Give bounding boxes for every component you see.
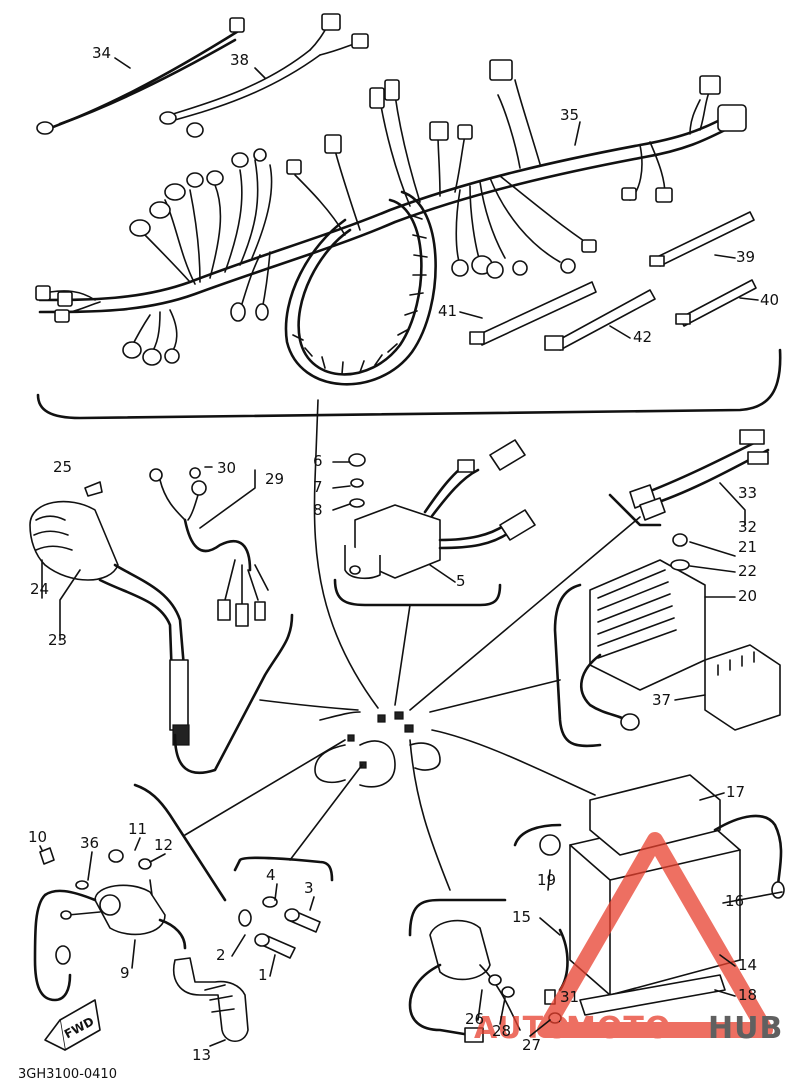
label-13: 13 (192, 1046, 211, 1064)
label-7: 7 (313, 478, 323, 496)
rectifier-group-brace (553, 583, 602, 748)
label-39: 39 (736, 248, 755, 266)
watermark-moto: MOTO (566, 1011, 671, 1046)
label-27: 27 (522, 1036, 541, 1054)
label-32: 32 (738, 518, 757, 536)
label-21: 21 (738, 538, 757, 556)
part-29-bracket (199, 469, 256, 529)
part-20-rectifier (580, 533, 706, 731)
label-17: 17 (726, 783, 745, 801)
part-34-cable (36, 17, 245, 135)
label-20: 20 (738, 587, 757, 605)
watermark-auto: AUTO (474, 1011, 571, 1046)
part-32-bracket (719, 482, 746, 526)
top-group-brace (36, 348, 782, 420)
label-42: 42 (633, 328, 652, 346)
label-6: 6 (313, 452, 323, 470)
battery-group-brace (513, 823, 562, 847)
part-5-cdi-unit (344, 439, 536, 580)
relay26-group-brace (408, 898, 507, 937)
label-26: 26 (465, 1010, 484, 1028)
label-15: 15 (512, 908, 531, 926)
label-33: 33 (738, 484, 757, 502)
wire-harness (35, 59, 747, 386)
label-24: 24 (30, 580, 49, 598)
part-29-wiring (149, 467, 269, 627)
label-leaders (39, 57, 783, 1047)
label-30: 30 (217, 459, 236, 477)
label-12: 12 (154, 836, 173, 854)
cdi-group-brace (333, 578, 502, 607)
label-14: 14 (738, 956, 757, 974)
label-8: 8 (313, 501, 323, 519)
label-11: 11 (128, 820, 147, 838)
label-31: 31 (560, 988, 579, 1006)
label-37: 37 (652, 691, 671, 709)
bolt-group-brace (233, 856, 334, 882)
label-41: 41 (438, 302, 457, 320)
label-2: 2 (216, 946, 226, 964)
label-23: 23 (48, 631, 67, 649)
part-14-battery (539, 774, 785, 1016)
label-35: 35 (560, 106, 579, 124)
plug-group-brace (608, 493, 662, 527)
label-34: 34 (92, 44, 111, 62)
diagram-code: 3GH3100-0410 (18, 1067, 117, 1082)
label-40: 40 (760, 291, 779, 309)
label-28: 28 (492, 1022, 511, 1040)
part-38-cable (159, 13, 369, 138)
label-19: 19 (537, 871, 556, 889)
label-36: 36 (80, 834, 99, 852)
label-5: 5 (456, 572, 466, 590)
part-9-starter-relay (33, 847, 187, 1002)
watermark-hub: HUB (708, 1011, 783, 1046)
label-9: 9 (120, 964, 130, 982)
cable-ties (469, 211, 757, 351)
label-38: 38 (230, 51, 249, 69)
label-3: 3 (304, 879, 314, 897)
part-23-24-switch (29, 481, 190, 746)
part-labels: 34 38 35 39 40 41 42 25 30 29 24 23 6 7 … (18, 44, 779, 1082)
left-group-brace (173, 613, 294, 775)
label-4: 4 (266, 866, 276, 884)
label-1: 1 (258, 966, 268, 984)
part-33-plug-leads (629, 429, 770, 521)
parts-1-4-fasteners (238, 896, 321, 959)
label-10: 10 (28, 828, 47, 846)
part-26-relay (408, 919, 562, 1043)
label-29: 29 (265, 470, 284, 488)
part-13-cover (173, 957, 249, 1043)
label-22: 22 (738, 562, 757, 580)
label-18: 18 (738, 986, 757, 1004)
part-37-connector (704, 644, 781, 731)
fwd-arrow: FWD (44, 999, 101, 1051)
leader-lines (184, 399, 641, 891)
watermark-logo: AUTO MOTO HUB (474, 832, 783, 1046)
frame-mount-points (314, 711, 441, 788)
relay-group-brace (133, 783, 227, 902)
label-25: 25 (53, 458, 72, 476)
